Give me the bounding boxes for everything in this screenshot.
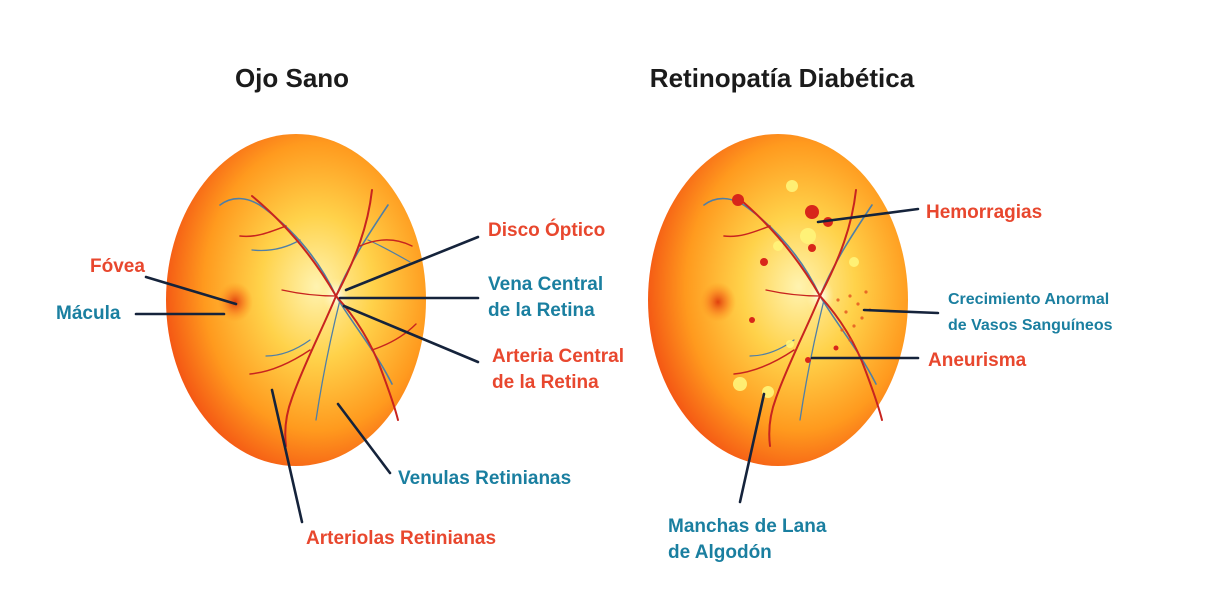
healthy-eye-fundus (166, 134, 426, 466)
label-central-vein-line1: Vena Central (488, 274, 603, 295)
label-neovascular-line1: Crecimiento Anormal (948, 291, 1109, 308)
leader-hemorrhages (816, 207, 920, 224)
healthy-retina-disc (166, 134, 426, 466)
diabetic-macula (700, 282, 736, 322)
leader-fovea (144, 275, 238, 306)
healthy-vessels (219, 189, 417, 447)
diabetic-leader-lines (738, 207, 940, 504)
label-cotton-wool-line2: de Algodón (668, 542, 772, 563)
healthy-macula (217, 282, 253, 322)
leader-cotton-wool (738, 392, 766, 504)
leader-central-artery (342, 304, 480, 364)
diabetic-eye-title: Retinopatía Diabética (650, 63, 915, 93)
label-central-artery-line1: Arteria Central (492, 346, 624, 367)
leader-optic-disc (344, 235, 480, 292)
label-optic-disc: Disco Óptico (488, 219, 605, 241)
label-cotton-wool-line1: Manchas de Lana (668, 516, 827, 537)
label-neovascular-line2: de Vasos Sanguíneos (948, 317, 1113, 334)
label-macula: Mácula (56, 303, 121, 324)
label-central-artery-line2: de la Retina (492, 372, 599, 393)
label-aneurysm: Aneurisma (928, 350, 1027, 371)
diabetic-eye-fundus (648, 134, 908, 466)
label-fovea: Fóvea (90, 256, 145, 277)
leader-neovascular (862, 308, 940, 315)
leader-arterioles (270, 388, 304, 524)
healthy-leader-lines (134, 235, 480, 524)
leader-venules (336, 402, 392, 475)
diabetic-retina-disc (648, 134, 908, 466)
label-central-vein-line2: de la Retina (488, 300, 595, 321)
neovascular-dots (836, 290, 872, 342)
label-hemorrhages: Hemorragias (926, 202, 1042, 223)
label-arterioles: Arteriolas Retinianas (306, 528, 496, 549)
healthy-eye-title: Ojo Sano (235, 63, 349, 93)
hemorrhage-spots (732, 194, 839, 363)
label-venules: Venulas Retinianas (398, 468, 571, 489)
